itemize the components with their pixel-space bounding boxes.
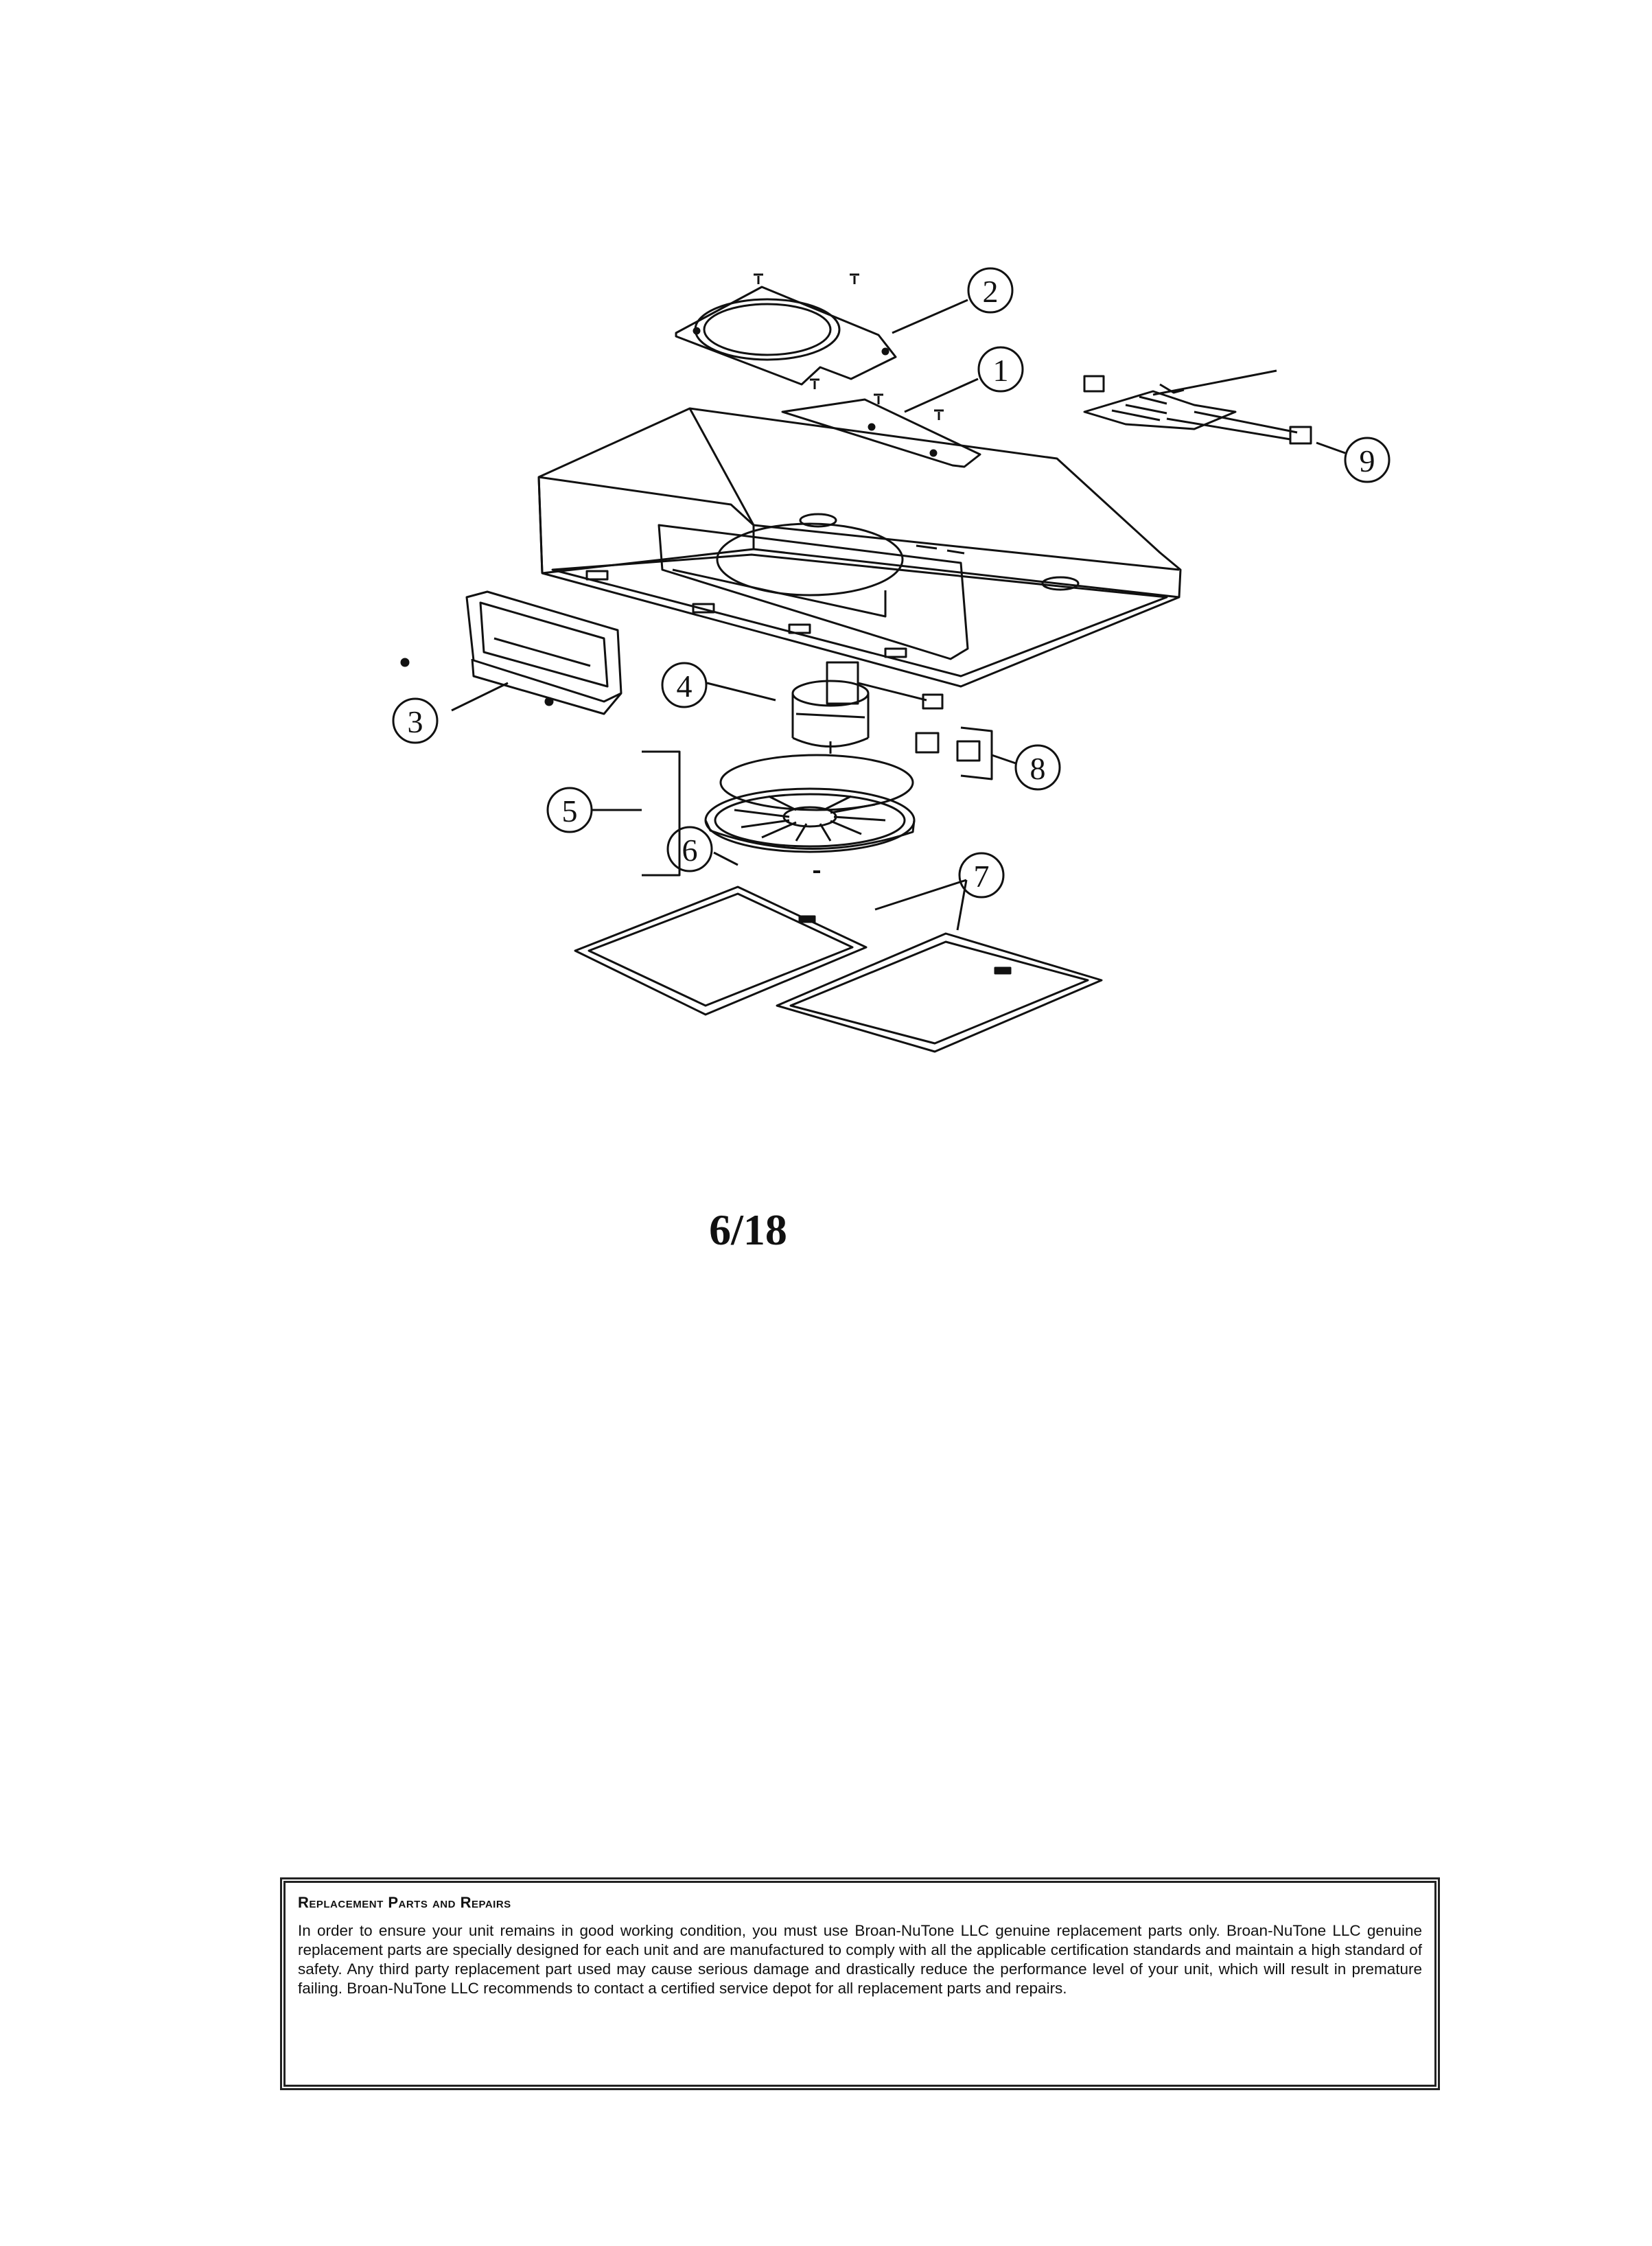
duct-collar-plate [675, 273, 897, 386]
damper-bracket [781, 378, 981, 468]
svg-text:6: 6 [682, 833, 698, 868]
wiring-harness [1083, 369, 1312, 445]
callout-3: 3 [392, 697, 439, 744]
callout-1: 1 [977, 346, 1024, 393]
svg-text:5: 5 [562, 794, 578, 829]
replacement-parts-notice: Replacement Parts and Repairs In order t… [283, 1881, 1436, 2087]
grease-filters [574, 885, 1103, 1053]
blower-wheel [642, 750, 916, 877]
hood-housing [537, 407, 1182, 688]
callout-5: 5 [546, 787, 593, 833]
notice-body: In order to ensure your unit remains in … [298, 1922, 1422, 1997]
blower-motor [791, 661, 944, 754]
capacitor-clips [915, 726, 993, 780]
svg-text:3: 3 [408, 704, 423, 739]
exploded-parts-diagram: 2 1 9 3 4 8 5 6 7 [392, 267, 1391, 1053]
callout-8: 8 [1014, 744, 1061, 791]
svg-text:2: 2 [983, 274, 999, 309]
light-panel [400, 590, 623, 715]
svg-text:7: 7 [974, 859, 990, 894]
svg-text:1: 1 [993, 353, 1009, 388]
svg-text:8: 8 [1030, 751, 1046, 786]
callout-7: 7 [958, 852, 1005, 899]
svg-text:9: 9 [1360, 443, 1375, 478]
callout-6: 6 [666, 826, 713, 872]
callout-9: 9 [1344, 437, 1391, 483]
page-number: 6/18 [709, 1205, 787, 1254]
notice-title: Replacement Parts and Repairs [298, 1894, 511, 1911]
callout-4: 4 [661, 662, 708, 708]
leader-lines [451, 299, 1346, 931]
callout-2: 2 [967, 267, 1014, 314]
svg-text:4: 4 [677, 669, 693, 704]
